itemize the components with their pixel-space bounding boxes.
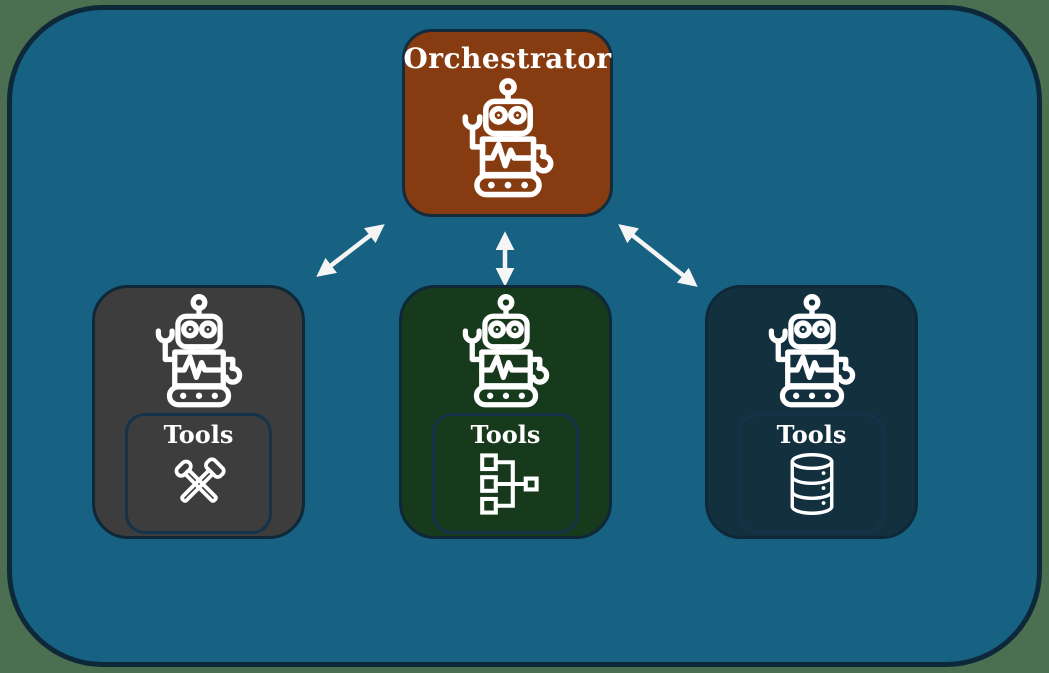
agent-node-left: Tools — [92, 285, 305, 539]
tools-box-middle: Tools — [432, 413, 579, 534]
orchestrator-node: Orchestrator — [402, 29, 613, 217]
flowchart-icon — [472, 450, 540, 518]
agent-node-middle: Tools — [399, 285, 612, 539]
robot-icon — [754, 293, 870, 409]
tools-label: Tools — [776, 420, 847, 449]
robot-icon — [448, 293, 564, 409]
tools-label: Tools — [163, 420, 234, 449]
tools-label: Tools — [470, 420, 541, 449]
robot-icon — [141, 293, 257, 409]
crossed-hammers-icon — [172, 456, 227, 509]
orchestrator-label: Orchestrator — [403, 42, 612, 75]
tools-box-right: Tools — [738, 413, 885, 534]
database-icon — [790, 453, 833, 516]
agent-node-right: Tools — [705, 285, 918, 539]
robot-icon — [447, 77, 569, 199]
tools-box-left: Tools — [125, 413, 272, 534]
